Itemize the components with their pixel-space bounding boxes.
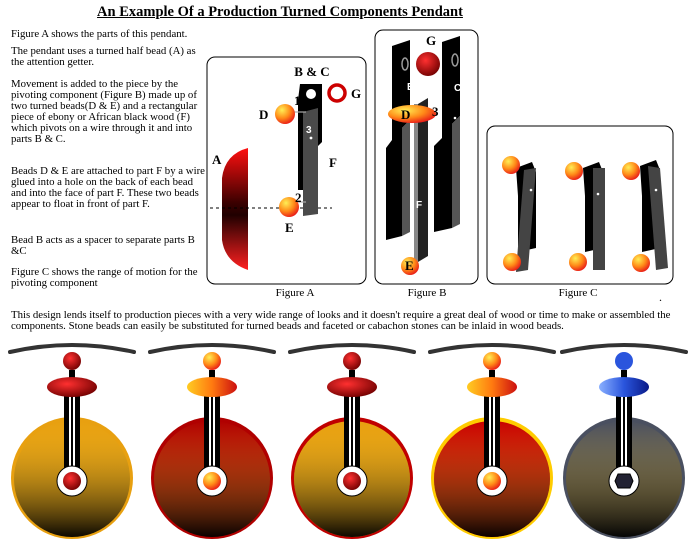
top-bead xyxy=(343,352,361,370)
cord xyxy=(288,343,416,354)
cord xyxy=(560,343,688,354)
label-e: E xyxy=(405,258,414,273)
spindle-bead xyxy=(187,377,237,397)
center-bead xyxy=(63,472,81,490)
paragraph-beads-attach: Beads D & E are attached to part F by a … xyxy=(11,165,205,210)
spindle-center xyxy=(71,380,73,476)
pendant-5 xyxy=(560,343,688,539)
figure-a-caption: Figure A xyxy=(275,287,315,299)
spindle-bead xyxy=(47,377,97,397)
pendant-4 xyxy=(428,343,556,539)
spindle-center xyxy=(211,380,213,476)
hole-c xyxy=(451,53,459,67)
part-f-plate xyxy=(303,108,318,216)
label-2: 2 xyxy=(295,190,302,205)
paragraph-movement: Movement is added to the piece by the pi… xyxy=(11,78,198,145)
pendant-3 xyxy=(288,343,416,539)
spindle-bead xyxy=(327,377,377,397)
label-c: C xyxy=(454,83,461,94)
spindle-bead xyxy=(467,377,517,397)
center-bead xyxy=(203,472,221,490)
motion-state-3 xyxy=(622,160,668,272)
pendant-1 xyxy=(8,343,136,539)
top-bead xyxy=(483,352,501,370)
center-stone xyxy=(614,473,634,489)
label-e: E xyxy=(285,220,294,235)
figure-b-caption: Figure B xyxy=(407,287,447,299)
bail xyxy=(349,370,355,380)
figure-b: G B C D 3 F E xyxy=(374,29,479,285)
paragraph-half-bead: The pendant uses a turned half bead (A) … xyxy=(11,45,196,68)
bail xyxy=(209,370,215,380)
pivot-pin-c xyxy=(453,116,457,120)
part-c-side xyxy=(452,116,460,228)
spindle-center xyxy=(491,380,493,476)
label-1: 1 xyxy=(294,93,301,108)
bead-d xyxy=(275,104,295,124)
page-title: An Example Of a Production Turned Compon… xyxy=(97,4,463,20)
spindle-bead xyxy=(599,377,649,397)
part-b-plate xyxy=(386,40,410,240)
label-g: G xyxy=(426,33,436,48)
part-f-bar xyxy=(418,98,428,262)
half-bead-a xyxy=(222,148,248,270)
figure-c-caption: Figure C xyxy=(558,287,598,299)
bead-g-ring xyxy=(327,83,347,103)
label-d: D xyxy=(401,107,410,122)
hole-b xyxy=(401,57,409,71)
bead-g xyxy=(416,52,440,76)
motion-state-2 xyxy=(565,162,605,271)
part-c-plate xyxy=(434,36,460,232)
label-b: B xyxy=(407,82,414,93)
label-f: F xyxy=(416,200,422,211)
bail xyxy=(489,370,495,380)
center-bead xyxy=(343,472,361,490)
center-bead xyxy=(483,472,501,490)
bead-e xyxy=(279,197,299,217)
cord xyxy=(428,343,556,354)
top-bead xyxy=(63,352,81,370)
part-f-edge xyxy=(414,104,418,262)
label-f: F xyxy=(329,155,337,170)
pivot-pin xyxy=(309,136,313,140)
pendant-2 xyxy=(148,343,276,539)
top-bead xyxy=(615,352,633,370)
bail xyxy=(621,370,627,380)
figure-c xyxy=(486,125,674,285)
figure-a: B & C G D A F E 1 2 3 xyxy=(206,56,367,285)
spindle-center xyxy=(351,380,353,476)
paragraph-parts: Figure A shows the parts of this pendant… xyxy=(11,28,188,40)
paragraph-spacer: Bead B acts as a spacer to separate part… xyxy=(11,234,195,257)
pendant-row xyxy=(8,343,688,539)
stray-mark: . xyxy=(659,290,662,304)
bail xyxy=(69,370,75,380)
label-3: 3 xyxy=(306,125,312,136)
cord xyxy=(148,343,276,354)
label-d: D xyxy=(259,107,268,122)
motion-state-1 xyxy=(502,156,536,272)
paragraph-range-of-motion: Figure C shows the range of motion for t… xyxy=(11,266,198,289)
cord xyxy=(8,343,136,354)
production-note: This design lends itself to production p… xyxy=(11,309,671,332)
bead-d-oval xyxy=(388,105,436,123)
bead-e xyxy=(401,257,419,275)
mounting-hole xyxy=(306,89,316,99)
top-bead xyxy=(203,352,221,370)
label-g: G xyxy=(351,86,361,101)
label-3: 3 xyxy=(432,104,439,119)
part-b-side xyxy=(402,120,410,236)
label-bc: B & C xyxy=(294,64,329,79)
spindle-center xyxy=(623,380,625,476)
label-a: A xyxy=(212,152,222,167)
